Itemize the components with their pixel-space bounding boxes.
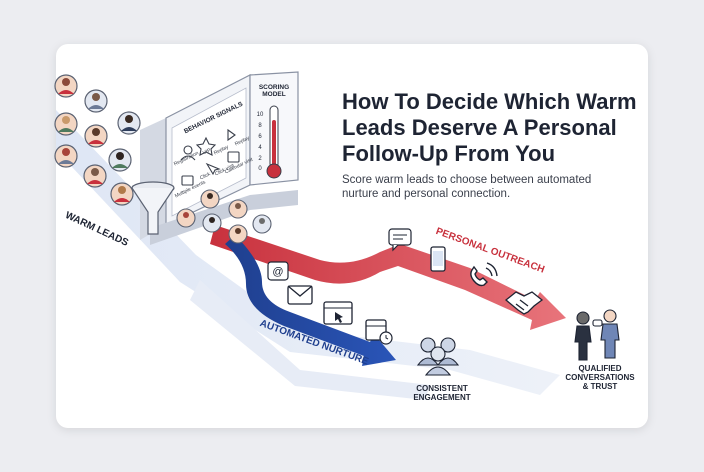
scale-tick: 8 <box>258 123 262 129</box>
qualified-conversations-caption: QUALIFIED CONVERSATIONS & TRUST <box>565 364 635 391</box>
svg-text:@: @ <box>272 266 283 278</box>
avatar <box>108 148 132 172</box>
scale-tick: 2 <box>258 156 262 162</box>
funnel-icon <box>131 181 175 235</box>
consistent-engagement-caption: CONSISTENT ENGAGEMENT <box>413 384 471 402</box>
lower-shadow-ribbon <box>190 280 430 400</box>
signal-icons <box>180 128 240 186</box>
avatar <box>84 89 108 113</box>
avatar <box>54 74 78 98</box>
avatar <box>202 213 222 233</box>
scale-tick: 6 <box>258 134 262 140</box>
avatar <box>228 199 248 219</box>
handshake-icon <box>504 291 544 315</box>
calendar-icon <box>365 319 393 345</box>
chat-icon <box>388 228 412 252</box>
automated-nurture-arrow <box>225 235 396 366</box>
page-subtitle: Score warm leads to choose between autom… <box>342 174 592 200</box>
scale-tick: 4 <box>258 145 262 151</box>
avatar <box>54 112 78 136</box>
avatar <box>84 124 108 148</box>
avatar <box>110 182 134 206</box>
avatar <box>83 164 107 188</box>
people-talking-icon <box>574 309 620 361</box>
phone-call-icon <box>470 262 498 287</box>
avatar <box>176 208 196 228</box>
scoring-panel <box>140 71 299 245</box>
scale-tick: 0 <box>258 166 262 172</box>
avatar <box>200 189 220 209</box>
at-sign-icon: @ <box>267 261 289 281</box>
lead-stream-ribbon <box>56 110 560 395</box>
phone-icon <box>430 246 446 272</box>
scoring-model-label: SCORING MODEL <box>258 84 290 98</box>
avatar <box>117 111 141 135</box>
email-icon <box>287 285 313 305</box>
group-icon <box>416 337 460 376</box>
scale-tick: 10 <box>256 112 264 118</box>
avatar <box>54 144 78 168</box>
browser-icon <box>323 301 353 325</box>
avatar <box>252 214 272 234</box>
thermometer-icon <box>266 105 282 179</box>
avatar <box>228 224 248 244</box>
lead-avatars <box>54 74 141 206</box>
page-title: How To Decide Which Warm Leads Deserve A… <box>342 89 637 166</box>
sorted-avatars <box>176 189 272 244</box>
